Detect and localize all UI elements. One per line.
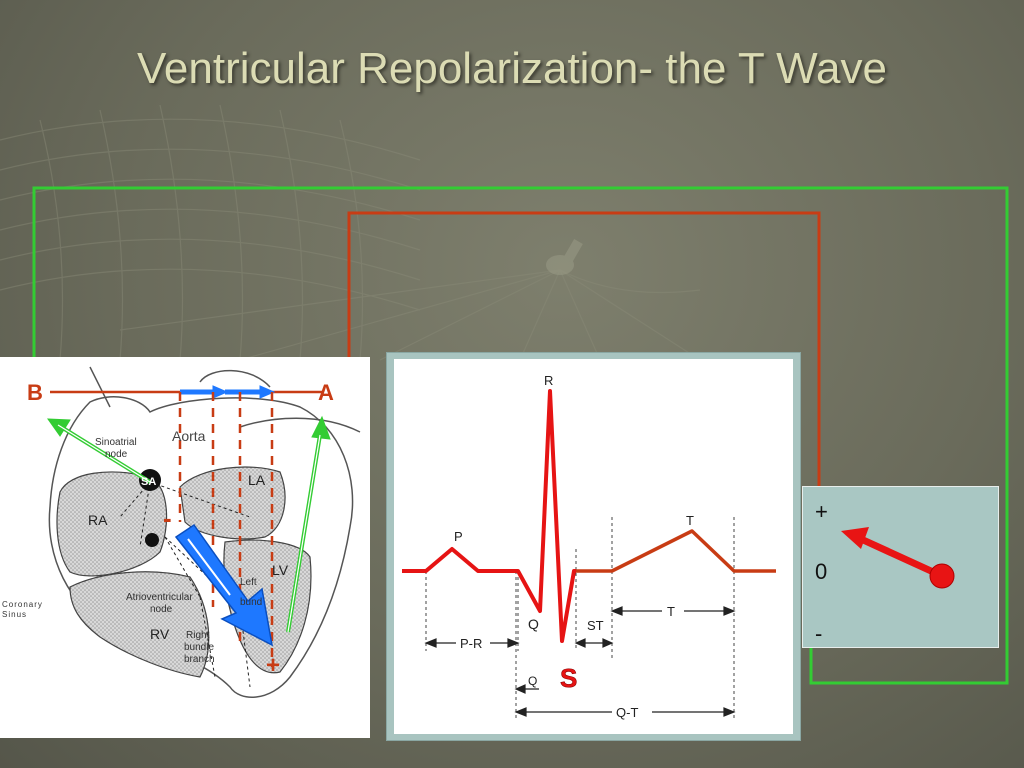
ecg-pr-label: P-R — [460, 636, 482, 651]
aorta-label: Aorta — [172, 428, 206, 444]
av-node-label-2: node — [150, 604, 173, 615]
lead-b-label: B — [27, 380, 43, 405]
ecg-t-label: T — [686, 513, 694, 528]
right-atrium-chamber — [56, 471, 168, 577]
ecg-q-label: Q — [528, 616, 539, 632]
meter-plus-label: + — [815, 499, 828, 524]
av-node — [145, 533, 159, 547]
slide-title: Ventricular Repolarization- the T Wave — [137, 44, 887, 93]
left-atrium-chamber — [179, 466, 286, 540]
right-bundle-label-1: Right — [186, 630, 210, 641]
ecg-q-mark-label: Q — [528, 674, 537, 688]
ecg-frame: R P T Q P-R ST T Q-T Q S — [386, 352, 801, 741]
plus-sign-label: + — [266, 652, 280, 679]
ecg-r-label: R — [544, 373, 553, 388]
left-bundle-label-1: Left — [240, 577, 257, 588]
heart-diagram-panel: B A SA Sinoatrial node Aorta RA LA LV RV… — [0, 357, 370, 738]
left-bundle-label-2: bund — [240, 597, 262, 608]
lv-label: LV — [272, 562, 289, 578]
minus-sign-label: - — [163, 503, 172, 533]
ecg-t-interval-label: T — [667, 604, 675, 619]
meter-pivot — [929, 563, 955, 589]
ecg-trace-red — [402, 389, 576, 643]
ra-label: RA — [88, 512, 108, 528]
av-node-label-1: Atrioventricular — [126, 592, 193, 603]
coronary-sinus-label-2: Sinus — [2, 610, 27, 619]
sa-node-label: SA — [141, 476, 156, 488]
ecg-s-label: S — [560, 663, 577, 693]
coronary-sinus-label-1: Coronary — [2, 600, 43, 609]
depolarization-vector-arrow — [174, 523, 274, 647]
ecg-diagram: R P T Q P-R ST T Q-T Q S — [402, 373, 776, 720]
rv-label: RV — [150, 626, 170, 642]
ecg-trace-t-wave — [576, 529, 776, 573]
sinoatrial-label-2: node — [105, 449, 128, 460]
red-lead-wire — [347, 211, 821, 486]
sinoatrial-label-1: Sinoatrial — [95, 437, 137, 448]
ecg-panel: R P T Q P-R ST T Q-T Q S — [394, 359, 793, 734]
blue-lead-arrows — [180, 385, 276, 399]
ecg-st-label: ST — [587, 618, 604, 633]
right-bundle-label-2: bundle — [184, 642, 214, 653]
meter-zero-label: 0 — [815, 559, 828, 584]
lead-a-label: A — [318, 380, 334, 405]
meter-needle — [841, 527, 955, 589]
right-bundle-label-3: branch — [184, 654, 215, 665]
right-ventricle-chamber — [69, 571, 210, 678]
meter-minus-label: - — [815, 621, 823, 646]
ecg-qt-label: Q-T — [616, 705, 638, 720]
la-label: LA — [248, 472, 266, 488]
voltmeter-panel: + 0 - — [802, 486, 999, 648]
ecg-p-label: P — [454, 529, 463, 544]
heart-diagram: B A SA Sinoatrial node Aorta RA LA LV RV… — [2, 366, 361, 698]
green-lead-arrows — [47, 415, 331, 633]
green-lead-wire — [32, 186, 1009, 685]
